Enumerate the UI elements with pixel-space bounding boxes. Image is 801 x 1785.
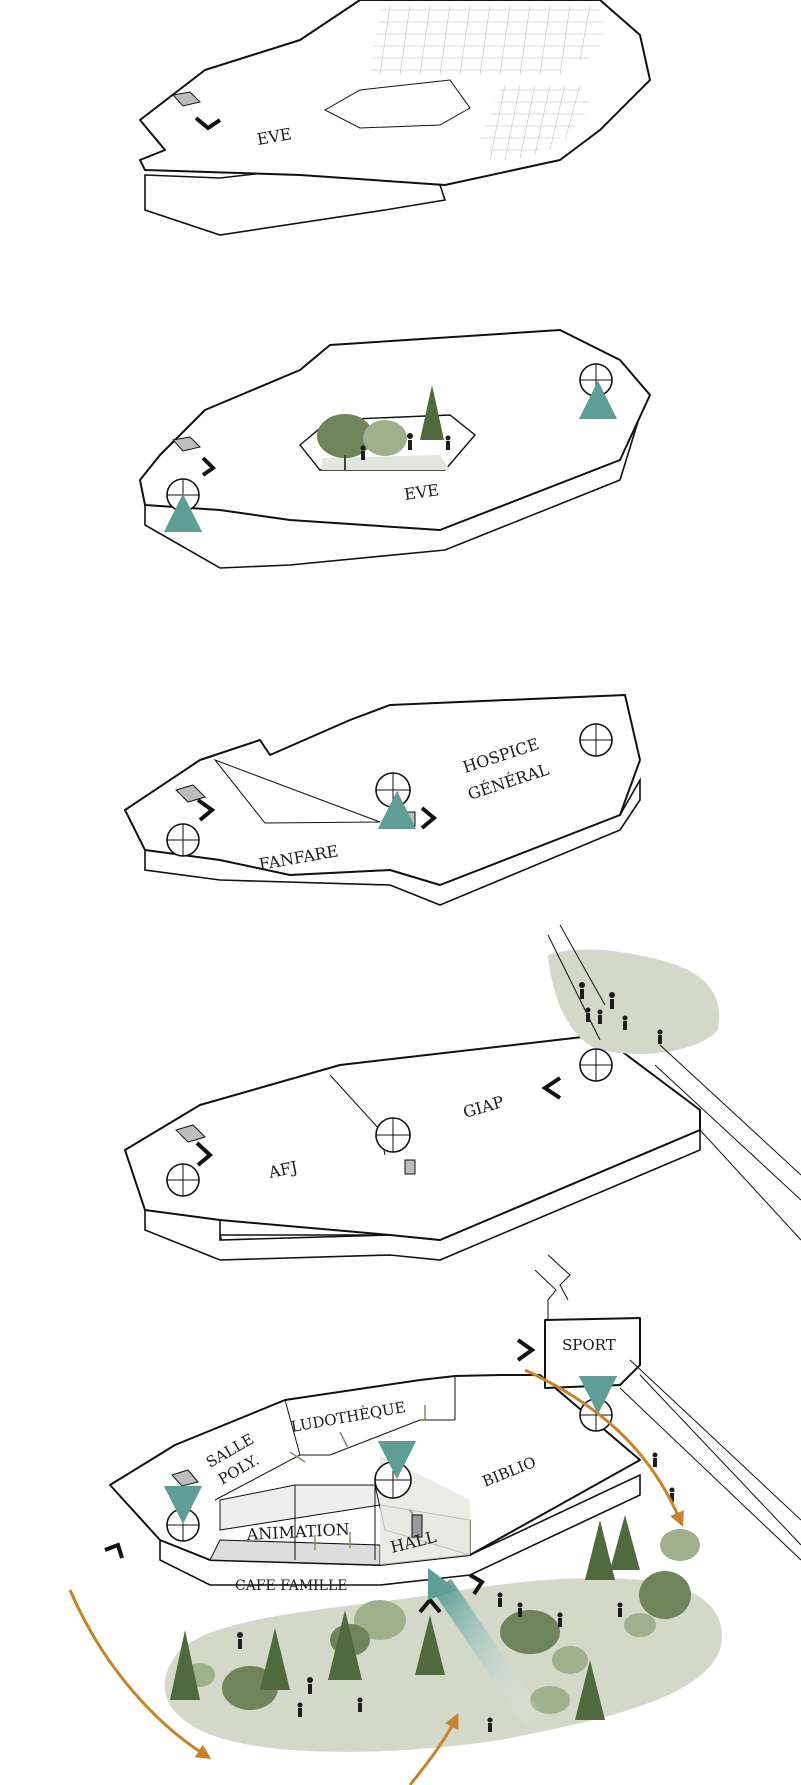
- tree-icon: [317, 385, 444, 470]
- roof-grid-top: [370, 4, 605, 76]
- park: [164, 1452, 722, 1752]
- zone-label: CAFE FAMILLE: [235, 1578, 348, 1594]
- elevator-icon: [172, 436, 201, 452]
- stair-core-icon: [375, 772, 411, 808]
- entrance-chevron-icon: [420, 806, 438, 830]
- flow-arrow-west: [68, 1589, 212, 1760]
- courtyard: [299, 385, 477, 471]
- roof-grid-lower: [480, 84, 590, 161]
- elevator-icon: [404, 1159, 416, 1175]
- stair-core-icon: [166, 478, 200, 512]
- person-icon: [360, 433, 451, 460]
- entrance-chevron-icon: [516, 1338, 536, 1362]
- floor-roof: EVE: [139, 0, 651, 236]
- flow-arrow-east: [524, 1368, 684, 1527]
- entrance-chevron-icon: [418, 1596, 442, 1614]
- person-icon: [237, 1452, 675, 1732]
- flow-arrow-south: [408, 1713, 459, 1785]
- elevator-icon: [404, 811, 416, 827]
- tree-icon: [170, 1515, 700, 1720]
- floor-level2: FANFARE HOSPICE GÉNÉRAL: [124, 694, 641, 906]
- stair-core-icon: [166, 1508, 200, 1542]
- entrance-chevron-icon: [468, 1573, 485, 1596]
- entrance-chevron-icon: [194, 116, 222, 131]
- stair-core-icon: [374, 1461, 412, 1499]
- elevator-icon: [411, 1514, 423, 1538]
- floor-level3: EVE: [139, 329, 651, 569]
- floor-level1: AFJ GIAP: [124, 1034, 701, 1261]
- vertical-circulation: [163, 380, 618, 1737]
- pedestrian-flows: [68, 1368, 684, 1785]
- entry-flow: [432, 1578, 550, 1737]
- entrance-chevron-icon: [196, 798, 216, 822]
- entrance-chevron-icon: [104, 1542, 124, 1559]
- zone-label: SPORT: [562, 1336, 616, 1354]
- entrance-chevron-icon: [541, 1076, 562, 1100]
- stair-core-icon: [579, 363, 613, 397]
- entrance-chevron-icon: [201, 456, 217, 477]
- zone-label: EVE: [403, 480, 440, 504]
- elevator-icon: [172, 91, 201, 107]
